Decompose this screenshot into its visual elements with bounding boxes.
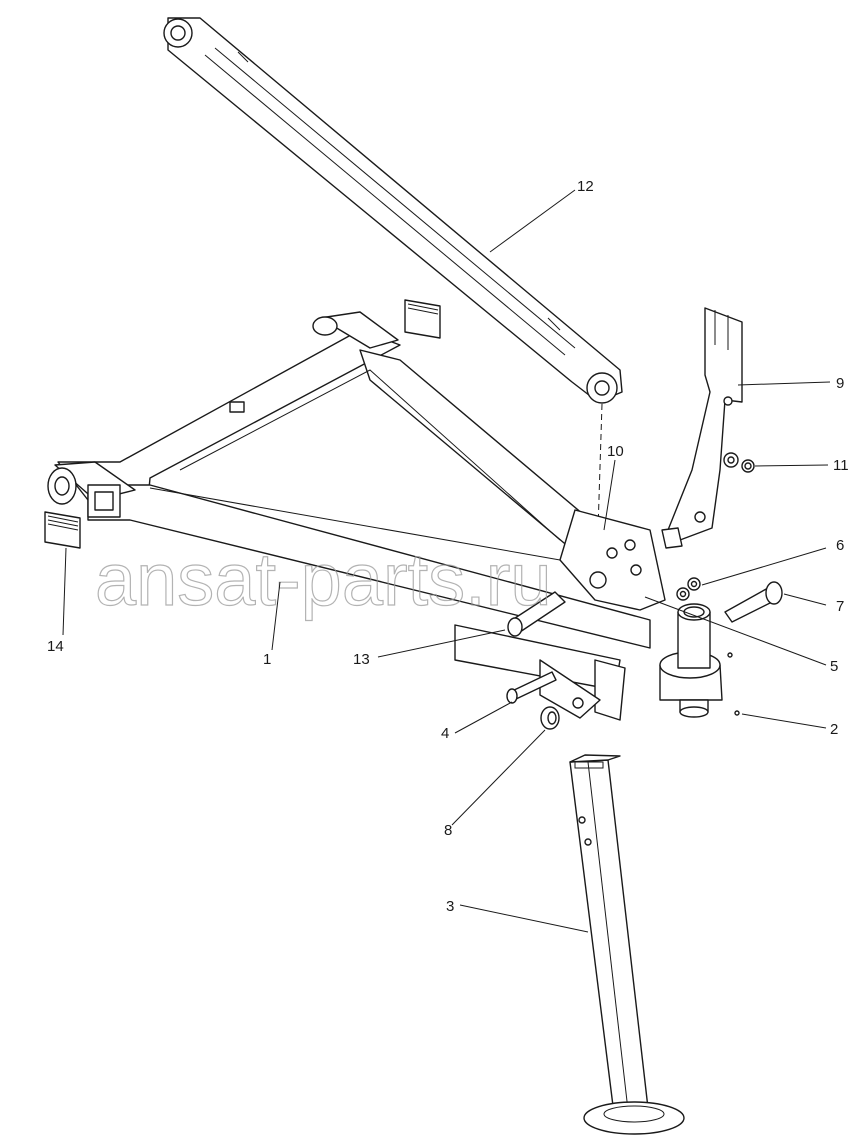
a-frame-part-1 [47,311,651,721]
clip-upper [661,527,683,549]
link-arm-part-12 [163,17,623,404]
callout-4: 4 [441,725,449,742]
callout-3: 3 [446,898,454,915]
clip-part-8 [540,706,560,730]
callout-11: 11 [833,457,849,474]
callout-12: 12 [577,178,594,195]
pin-axis-line [597,403,603,531]
leader-lines [62,189,831,933]
callout-5: 5 [830,658,838,675]
bracket-part-10 [559,509,666,611]
watermark-text: ansat-parts.ru [95,538,552,621]
nut-part-11 [723,452,755,473]
callout-14: 14 [47,638,64,655]
callout-8: 8 [444,822,452,839]
callout-6: 6 [836,537,844,554]
callout-2: 2 [830,721,838,738]
callout-7: 7 [836,598,844,615]
lever-part-9 [667,307,743,541]
pivot-tube [659,603,740,718]
jack-leg-part-3 [569,754,685,1135]
end-cap-upper [404,299,441,339]
bolt-part-4 [506,671,557,704]
end-cap-part-14 [44,511,81,549]
callout-10: 10 [607,443,624,460]
pin-part-13 [507,591,566,637]
washer-part-6 [676,577,701,601]
callout-13: 13 [353,651,370,668]
callout-9: 9 [836,375,844,392]
callout-1: 1 [263,651,271,668]
bolt-part-7 [724,581,783,623]
